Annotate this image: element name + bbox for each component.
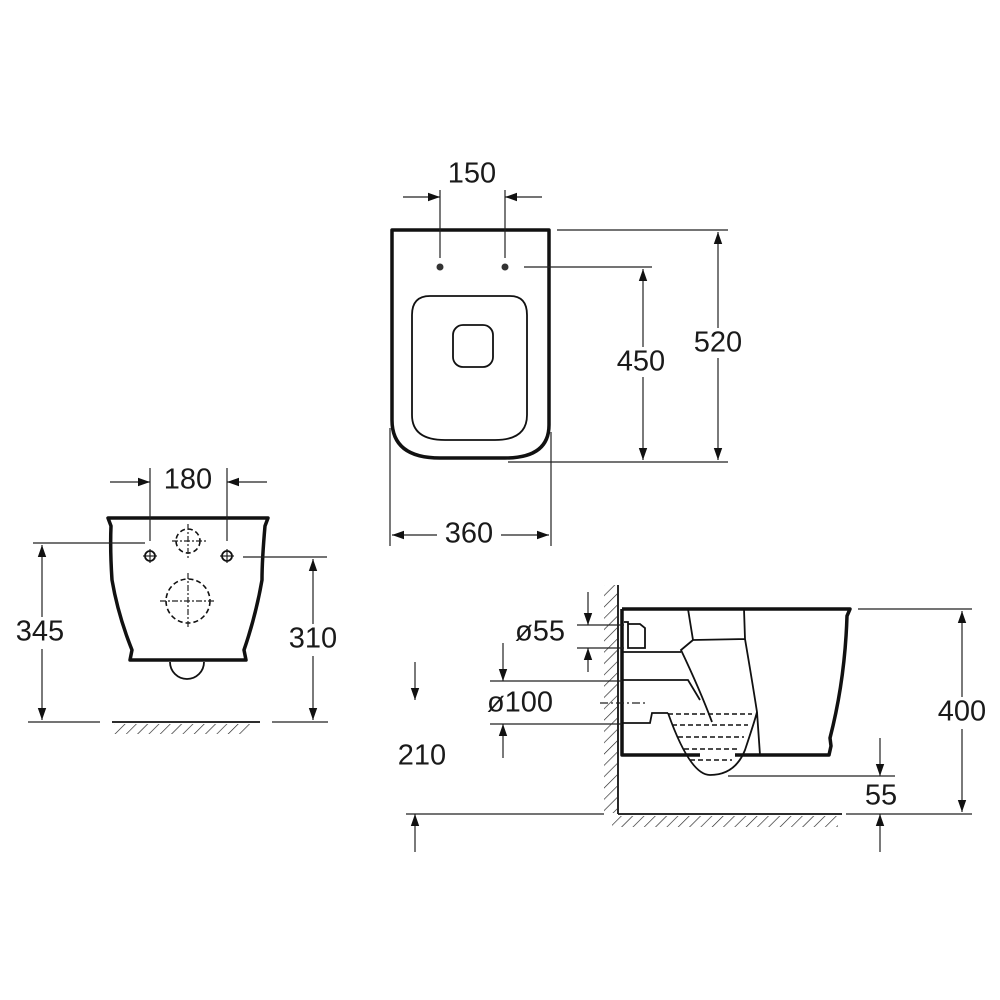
dimension-bolt-spacing: 180 bbox=[164, 464, 212, 496]
side-view: 400 55 ø55 ø100 210 bbox=[398, 585, 994, 852]
inlet-connector bbox=[624, 621, 646, 649]
dimension-outlet-diameter: ø100 bbox=[487, 687, 553, 719]
dimension-hole-to-front: 450 bbox=[617, 346, 665, 378]
floor-hatch-side bbox=[612, 816, 838, 827]
top-view: 150 520 450 360 bbox=[389, 158, 748, 550]
mounting-hole-left bbox=[436, 263, 444, 271]
dimension-hole-spacing: 150 bbox=[448, 158, 496, 190]
dimension-total-height: 400 bbox=[938, 696, 986, 728]
dimension-width: 360 bbox=[445, 518, 493, 550]
inner-bowl bbox=[452, 324, 494, 368]
dimension-bolt-height: 310 bbox=[289, 623, 337, 655]
dimension-inlet-diameter: ø55 bbox=[515, 616, 565, 648]
wall-hatch bbox=[604, 585, 617, 813]
dimension-length: 520 bbox=[694, 327, 742, 359]
dimension-outlet-height: 210 bbox=[398, 740, 446, 772]
mounting-hole-right bbox=[501, 263, 509, 271]
inner-bowl-lines bbox=[622, 608, 761, 756]
top-view-outline bbox=[390, 228, 551, 460]
dimension-bottom-clearance: 55 bbox=[865, 780, 897, 812]
bowl-trap bbox=[667, 711, 758, 776]
trap-outlet bbox=[169, 661, 205, 680]
water-level bbox=[668, 713, 752, 761]
dimension-inlet-height: 345 bbox=[16, 616, 64, 648]
front-view: 180 345 310 bbox=[8, 464, 346, 734]
floor-hatch bbox=[114, 724, 250, 734]
seat-opening bbox=[411, 295, 528, 441]
side-view-outline bbox=[620, 607, 852, 757]
front-view-outline bbox=[106, 516, 270, 662]
